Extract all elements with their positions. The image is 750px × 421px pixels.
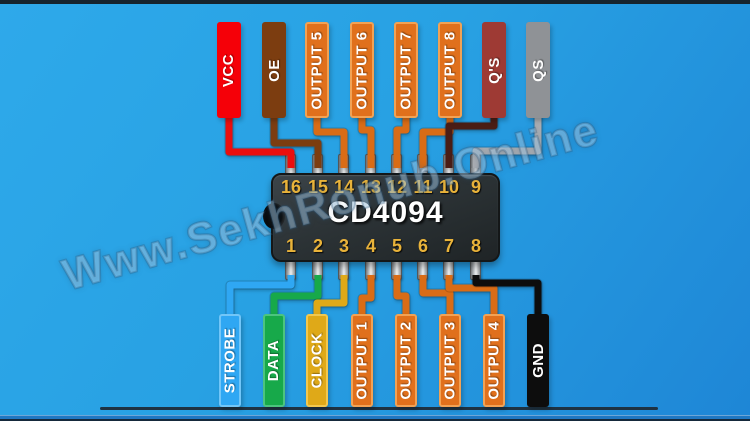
wire: [313, 275, 348, 320]
signal-label-clock: CLOCK: [306, 314, 328, 407]
pin-number: 10: [438, 177, 460, 197]
signal-label-text: OE: [265, 58, 283, 82]
pin-number: 8: [470, 236, 481, 256]
wire: [270, 275, 322, 320]
signal-label-oe: OE: [262, 22, 286, 118]
signal-label-q-s: Q'S: [482, 22, 506, 118]
signal-label-text: GND: [529, 343, 547, 378]
wire: [313, 110, 348, 168]
signal-label-gnd: GND: [527, 314, 549, 407]
signal-label-output-3: OUTPUT 3: [439, 314, 461, 407]
wire: [472, 275, 542, 320]
wire: [472, 110, 542, 168]
pin-number: 4: [365, 236, 376, 256]
signal-label-qs: QS: [526, 22, 550, 118]
signal-label-data: DATA: [263, 314, 285, 407]
signal-label-text: OUTPUT 6: [353, 30, 371, 110]
wire: [445, 275, 498, 320]
wire: [419, 275, 454, 320]
signal-label-text: OUTPUT 3: [441, 321, 459, 400]
wire-outline: [471, 110, 543, 168]
signal-label-output-4: OUTPUT 4: [483, 314, 505, 407]
bottom-border-strip: [0, 415, 750, 420]
pin-number: 6: [417, 236, 428, 256]
wire: [419, 110, 454, 168]
wire: [270, 110, 322, 168]
pin-number: 15: [307, 177, 329, 197]
pin-number: 1: [285, 236, 296, 256]
signal-label-text: Q'S: [485, 56, 503, 84]
bottom-edge-strip: [0, 419, 750, 421]
pin-number: 13: [360, 177, 382, 197]
pin-number: 11: [413, 177, 433, 197]
chip-notch-icon: [263, 203, 285, 229]
signal-label-output-7: OUTPUT 7: [394, 22, 418, 118]
ic-chip: CD4094: [263, 173, 500, 262]
pin-number: 12: [386, 177, 408, 197]
chip-name: CD4094: [327, 196, 444, 229]
baseline-rail: [100, 407, 658, 410]
signal-label-strobe: STROBE: [219, 314, 241, 407]
signal-label-text: VCC: [220, 53, 238, 87]
signal-label-output-6: OUTPUT 6: [350, 22, 374, 118]
wire-outline: [269, 110, 323, 168]
pin-number: 3: [338, 236, 349, 256]
signal-label-text: OUTPUT 2: [397, 321, 415, 400]
pin-number: 5: [391, 236, 402, 256]
signal-label-text: OUTPUT 5: [308, 30, 326, 110]
pin-number: 16: [280, 177, 302, 197]
pin-number: 7: [443, 236, 454, 256]
signal-label-text: OUTPUT 4: [485, 321, 503, 400]
signal-label-output-8: OUTPUT 8: [438, 22, 462, 118]
wire: [445, 110, 498, 168]
signal-label-output-2: OUTPUT 2: [395, 314, 417, 407]
signal-label-text: CLOCK: [308, 332, 326, 389]
pin-number: 9: [470, 177, 481, 197]
wire: [358, 110, 375, 168]
wire: [358, 275, 375, 320]
signal-label-output-5: OUTPUT 5: [305, 22, 329, 118]
wire: [393, 275, 410, 320]
signal-label-output-1: OUTPUT 1: [351, 314, 373, 407]
pin-number: 14: [333, 177, 355, 197]
signal-label-text: QS: [529, 58, 547, 82]
signal-label-vcc: VCC: [217, 22, 241, 118]
signal-label-text: DATA: [265, 339, 283, 382]
top-border-strip: [0, 0, 750, 4]
wire: [225, 110, 295, 168]
pin-number: 2: [312, 236, 323, 256]
signal-label-text: OUTPUT 8: [441, 30, 459, 110]
wire: [226, 275, 295, 320]
signal-label-text: OUTPUT 1: [353, 321, 371, 400]
wire: [393, 110, 410, 168]
signal-label-text: STROBE: [221, 327, 239, 394]
signal-label-text: OUTPUT 7: [397, 30, 415, 110]
